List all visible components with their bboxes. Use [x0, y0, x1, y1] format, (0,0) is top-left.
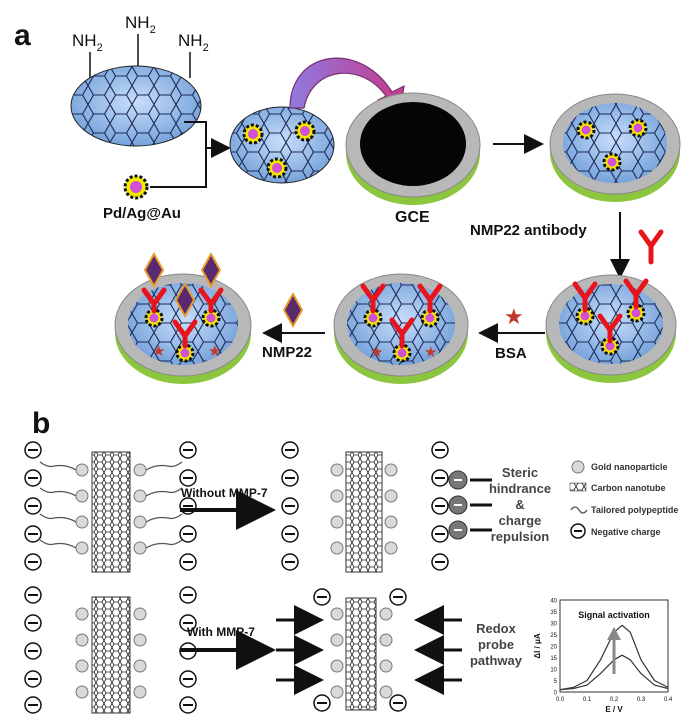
- antibody-electrode: [545, 274, 677, 383]
- probe-arrows-right: [414, 605, 462, 695]
- gce-electrode: [345, 92, 481, 205]
- without-mmp7-label: Without MMP-7: [181, 486, 268, 500]
- chart-x-tick-label: 0.2: [610, 697, 619, 703]
- svg-text:&: &: [515, 497, 524, 512]
- chart-y-tick-label: 20: [550, 645, 557, 651]
- legend-carbon-nanotube: Carbon nanotube: [591, 483, 666, 493]
- chart-y-tick-label: 25: [550, 633, 557, 639]
- panel-a-label: a: [14, 19, 31, 52]
- chart-series-line-1: [559, 624, 669, 691]
- nanotube-assembly-cleaved: [313, 588, 407, 712]
- merge-connector: [150, 121, 231, 188]
- svg-text:Steric: Steric: [502, 465, 538, 480]
- nh2-bonds: [89, 34, 191, 78]
- bsa-label: BSA: [495, 345, 527, 362]
- legend-tailored-polypeptide: Tailored polypeptide: [591, 505, 678, 515]
- nh2-labels: NH2 NH2 NH2: [72, 13, 209, 54]
- redox-probe-text: Redox probe pathway: [470, 621, 523, 668]
- svg-text:Redox: Redox: [476, 621, 517, 636]
- gce-label: GCE: [395, 209, 430, 226]
- nmp22-protein-icon: [282, 291, 304, 329]
- bsa-electrode: ★★: [333, 273, 469, 384]
- svg-text:★: ★: [370, 344, 383, 361]
- repelled-redox-probes: [448, 470, 492, 540]
- svg-text:★: ★: [152, 343, 165, 360]
- chart-y-tick-label: 35: [550, 610, 557, 616]
- svg-text:NH2: NH2: [125, 13, 156, 36]
- pd-ag-au-label: Pd/Ag@Au: [103, 205, 181, 222]
- chart-y-tick-label: 30: [550, 622, 557, 628]
- legend: Gold nanoparticle Carbon nanotube Tailor…: [569, 460, 678, 539]
- decorated-graphene-sheet: [229, 106, 335, 184]
- panel-b-label: b: [32, 407, 50, 440]
- chart-x-ticks: 0.0 0.1 0.2 0.3 0.4: [556, 697, 673, 703]
- svg-text:NH2: NH2: [72, 31, 103, 54]
- legend-negative-charge: Negative charge: [591, 527, 661, 537]
- antibody-icon: [638, 229, 664, 265]
- chart-series: [559, 624, 669, 691]
- graphene-sheet: [70, 65, 202, 147]
- nmp22-label: NMP22: [262, 344, 312, 361]
- chart-x-label: E / V: [605, 705, 623, 714]
- chart-x-tick-label: 0.0: [556, 697, 565, 703]
- chart-title: Signal activation: [578, 610, 650, 620]
- svg-text:hindrance: hindrance: [489, 481, 551, 496]
- nmp22-antibody-label: NMP22 antibody: [470, 222, 587, 239]
- svg-text:pathway: pathway: [470, 653, 523, 668]
- nanotube-assembly-before-row2: [24, 586, 197, 714]
- chart-x-tick-label: 0.1: [583, 697, 592, 703]
- bsa-star-icon: ★: [504, 304, 524, 329]
- probe-arrows-left: [276, 605, 324, 695]
- svg-text:charge: charge: [499, 513, 542, 528]
- chart-series-line-2: [559, 654, 669, 691]
- chart-y-label: ΔI / μA: [533, 633, 542, 659]
- nh2-label-middle: NH: [125, 13, 150, 32]
- svg-text:repulsion: repulsion: [491, 529, 550, 544]
- final-immunosensor: ★★: [114, 251, 252, 384]
- nh2-label-left: NH: [72, 31, 97, 50]
- chart-y-tick-label: 40: [550, 599, 557, 605]
- chart-y-tick-label: 15: [550, 656, 557, 662]
- chart-x-tick-label: 0.4: [664, 697, 673, 703]
- chart-x-tick-label: 0.3: [637, 697, 646, 703]
- polypeptide-icon: [570, 506, 588, 514]
- svg-text:★: ★: [424, 344, 437, 361]
- pd-ag-au-particle: [123, 174, 149, 200]
- legend-gold-nanoparticle: Gold nanoparticle: [591, 462, 668, 472]
- carbon-nanotube-icon: [569, 482, 587, 492]
- gold-nanoparticle-icon: [571, 460, 585, 474]
- chart-y-tick-label: 5: [554, 679, 558, 685]
- nanotube-assembly-intact: [281, 441, 449, 573]
- nanotube-assembly-before: [24, 441, 197, 573]
- signal-arrow: [607, 627, 621, 674]
- chart-y-tick-label: 10: [550, 668, 557, 674]
- nh2-label-right: NH: [178, 31, 203, 50]
- steric-hindrance-text: Steric hindrance & charge repulsion: [489, 465, 551, 544]
- modified-electrode: [549, 93, 681, 202]
- svg-text:★: ★: [208, 343, 221, 360]
- svg-text:NH2: NH2: [178, 31, 209, 54]
- with-mmp7-label: With MMP-7: [187, 625, 255, 639]
- svg-text:probe: probe: [478, 637, 514, 652]
- chart-y-ticks: 0 5 10 15 20 25 30 35 40: [550, 599, 557, 697]
- chart-y-tick-label: 0: [554, 691, 558, 697]
